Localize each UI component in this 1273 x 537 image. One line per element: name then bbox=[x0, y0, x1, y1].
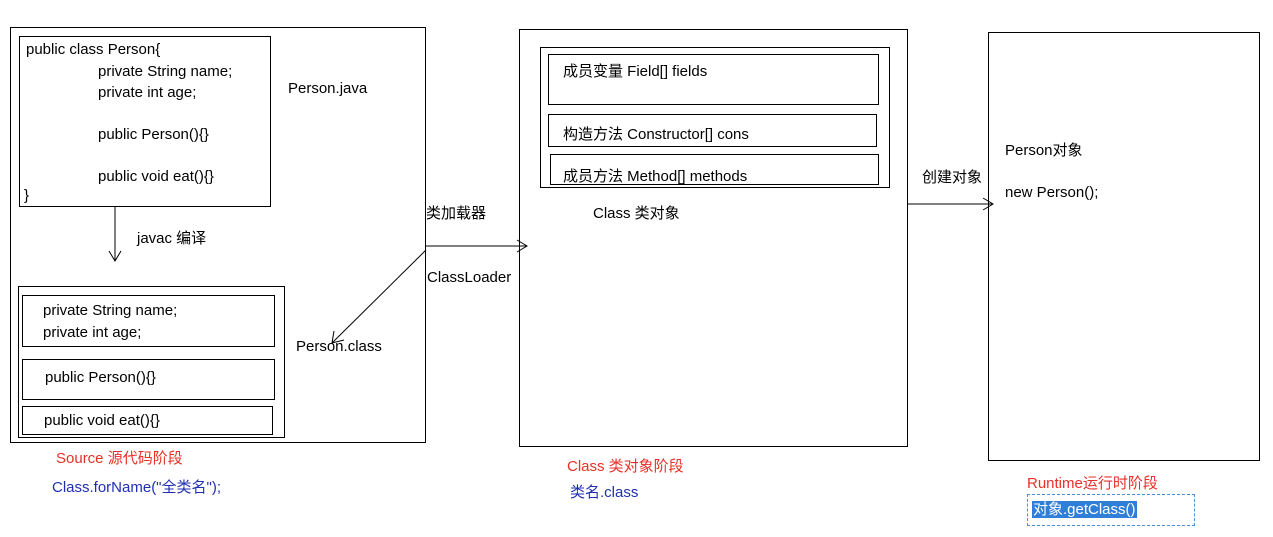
person-class-label: Person.class bbox=[296, 338, 382, 355]
code-line-field-name: private String name; bbox=[98, 63, 233, 80]
runtime-panel bbox=[988, 32, 1260, 461]
class-member-constructors-row bbox=[548, 114, 877, 147]
class-loader-label-en: ClassLoader bbox=[427, 269, 512, 286]
class-loader-label-cn: 类加载器 bbox=[426, 205, 487, 222]
class-section-constructor-text: public Person(){} bbox=[45, 369, 156, 386]
class-member-constructors-text: 构造方法 Constructor[] cons bbox=[563, 126, 749, 143]
class-member-methods-row bbox=[550, 154, 879, 185]
load-class-file-arrow-head bbox=[331, 330, 345, 344]
load-class-file-arrow bbox=[331, 249, 427, 344]
code-line-class-decl: public class Person{ bbox=[26, 41, 161, 58]
runtime-method-selection[interactable] bbox=[1027, 494, 1195, 526]
code-line-close-brace: } bbox=[24, 187, 30, 204]
person-java-label: Person.java bbox=[288, 80, 368, 97]
class-loader-arrow-head bbox=[516, 239, 528, 253]
runtime-stage-method-text: 对象.getClass() bbox=[1032, 501, 1137, 518]
class-stage-label: Class 类对象阶段 bbox=[567, 458, 684, 475]
person-java-code-box bbox=[19, 36, 271, 207]
class-member-methods-text: 成员方法 Method[] methods bbox=[563, 168, 748, 185]
code-line-field-age: private int age; bbox=[98, 84, 197, 101]
class-section-field-name: private String name; bbox=[43, 302, 178, 319]
person-object-code: new Person(); bbox=[1005, 184, 1099, 201]
source-stage-method: Class.forName("全类名"); bbox=[52, 479, 221, 496]
class-member-fields-row bbox=[548, 54, 879, 105]
class-section-constructor bbox=[22, 359, 275, 400]
source-stage-label: Source 源代码阶段 bbox=[56, 450, 183, 467]
class-section-method-text: public void eat(){} bbox=[44, 412, 160, 429]
class-section-fields bbox=[22, 295, 275, 347]
runtime-stage-label: Runtime运行时阶段 bbox=[1027, 475, 1158, 492]
create-object-arrow-head bbox=[982, 197, 994, 211]
code-line-method: public void eat(){} bbox=[98, 168, 214, 185]
runtime-stage-method[interactable]: 对象.getClass() bbox=[1032, 501, 1137, 519]
class-section-field-age: private int age; bbox=[43, 324, 142, 341]
create-object-label: 创建对象 bbox=[922, 169, 983, 186]
person-object-title: Person对象 bbox=[1005, 142, 1083, 159]
javac-compile-label: javac 编译 bbox=[137, 230, 207, 247]
class-object-title: Class 类对象 bbox=[593, 205, 680, 222]
class-member-fields-text: 成员变量 Field[] fields bbox=[563, 63, 708, 80]
compile-arrow-head bbox=[108, 250, 122, 262]
class-stage-method: 类名.class bbox=[570, 484, 639, 501]
class-section-method bbox=[22, 406, 273, 435]
code-line-constructor: public Person(){} bbox=[98, 126, 209, 143]
